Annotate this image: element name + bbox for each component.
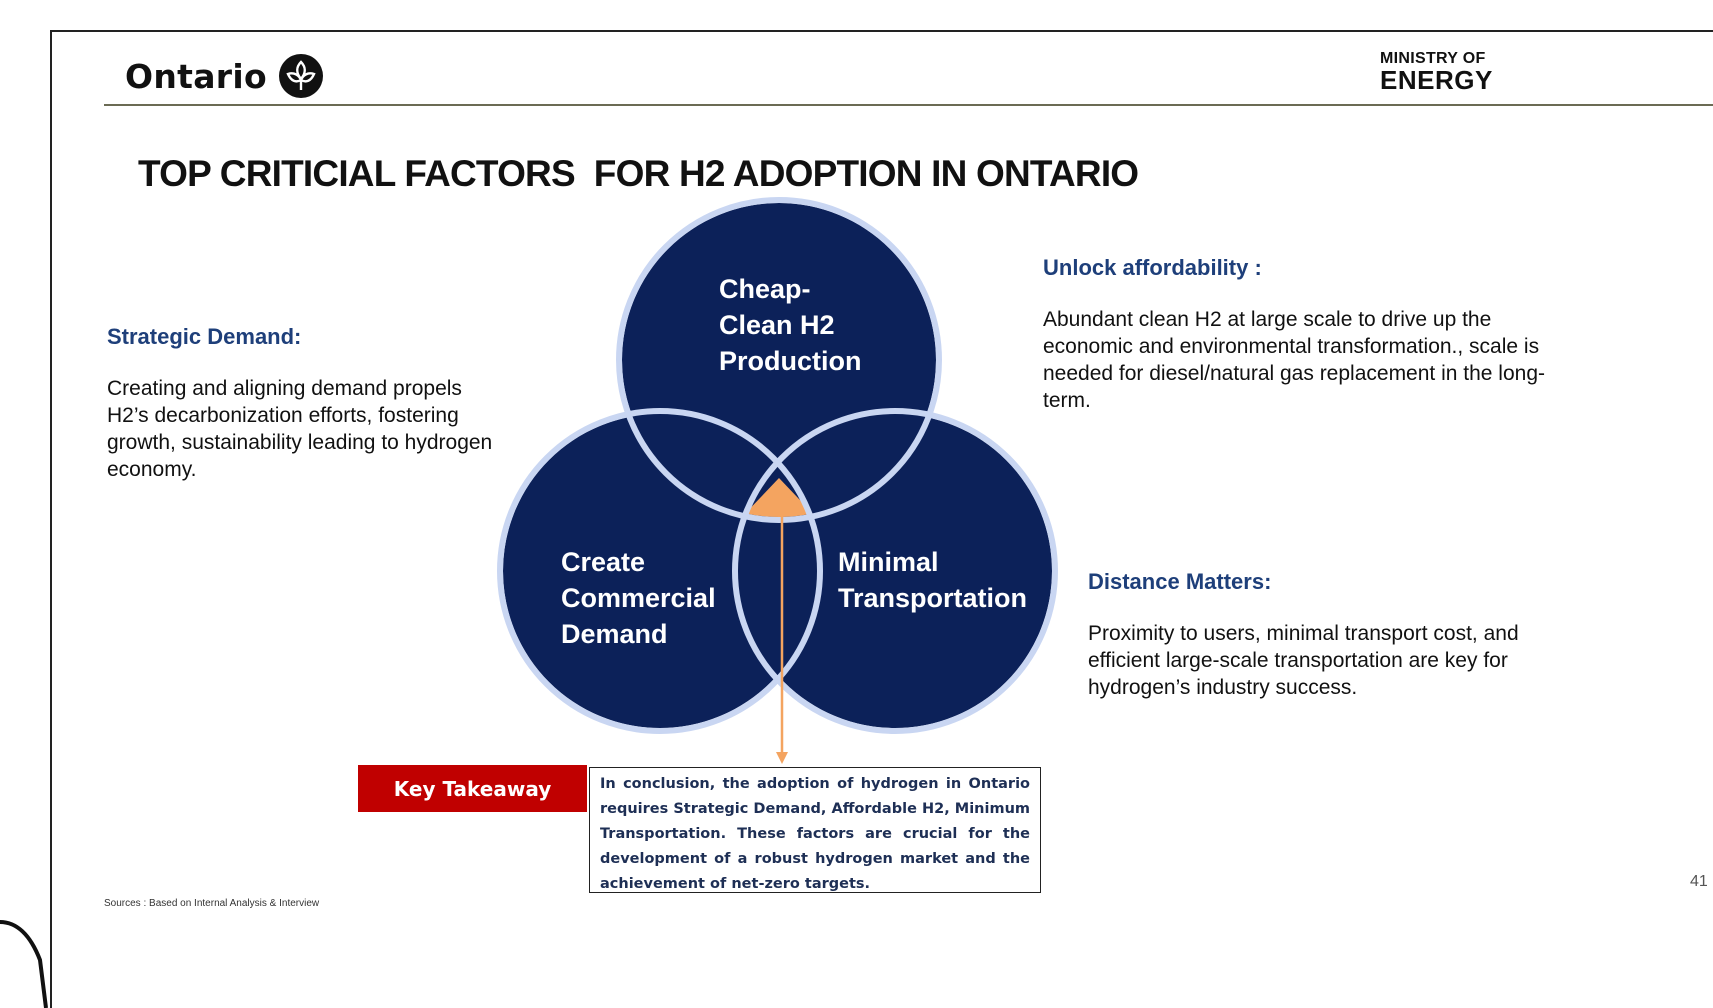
trillium-icon [278, 54, 323, 98]
venn-ring-top [616, 197, 942, 523]
venn-left-line-2: Commercial [561, 583, 716, 613]
venn-top-line-1: Cheap- [719, 274, 811, 304]
header-divider [104, 104, 1713, 106]
page-title: TOP CRITICIAL FACTORS FOR H2 ADOPTION IN… [138, 153, 1139, 194]
affordability-body: Abundant clean H2 at large scale to driv… [1043, 308, 1545, 412]
affordability-panel: Unlock affordability : Abundant clean H2… [1043, 254, 1573, 414]
venn-left-line-3: Demand [561, 619, 668, 649]
venn-right-line-1: Minimal [838, 547, 939, 577]
ministry-line-2: ENERGY [1380, 65, 1493, 95]
distance-heading: Distance Matters: [1088, 569, 1272, 594]
key-takeaway-text: In conclusion, the adoption of hydrogen … [589, 767, 1041, 893]
venn-left-line-1: Create [561, 547, 645, 577]
strategic-demand-body: Creating and aligning demand propels H2’… [107, 377, 493, 481]
ministry-label: MINISTRY OF ENERGY [1380, 50, 1493, 95]
venn-top-line-2: Clean H2 [719, 310, 835, 340]
affordability-heading: Unlock affordability : [1043, 255, 1262, 280]
key-takeaway-label: Key Takeaway [358, 765, 587, 812]
venn-ring-right [732, 408, 1058, 734]
logo-text: Ontario [125, 56, 267, 96]
takeaway-arrowhead [776, 752, 788, 764]
strategic-demand-panel: Strategic Demand: Creating and aligning … [107, 323, 507, 483]
frame-border-left [50, 30, 52, 1008]
page-number: 41 [1690, 873, 1708, 890]
venn-ring-left [497, 408, 823, 734]
strategic-demand-heading: Strategic Demand: [107, 324, 302, 349]
venn-top-line-3: Production [719, 346, 862, 376]
ministry-line-1: MINISTRY OF [1380, 50, 1486, 67]
sources-note: Sources : Based on Internal Analysis & I… [104, 898, 320, 909]
venn-right-line-2: Transportation [838, 583, 1027, 613]
ontario-logo: Ontario [125, 52, 325, 100]
frame-border-top [52, 30, 1713, 32]
distance-panel: Distance Matters: Proximity to users, mi… [1088, 568, 1558, 701]
distance-body: Proximity to users, minimal transport co… [1088, 622, 1519, 699]
venn-circle-top [622, 203, 936, 517]
corner-cursor-arc [0, 920, 48, 1008]
venn-center-highlight [740, 478, 818, 517]
